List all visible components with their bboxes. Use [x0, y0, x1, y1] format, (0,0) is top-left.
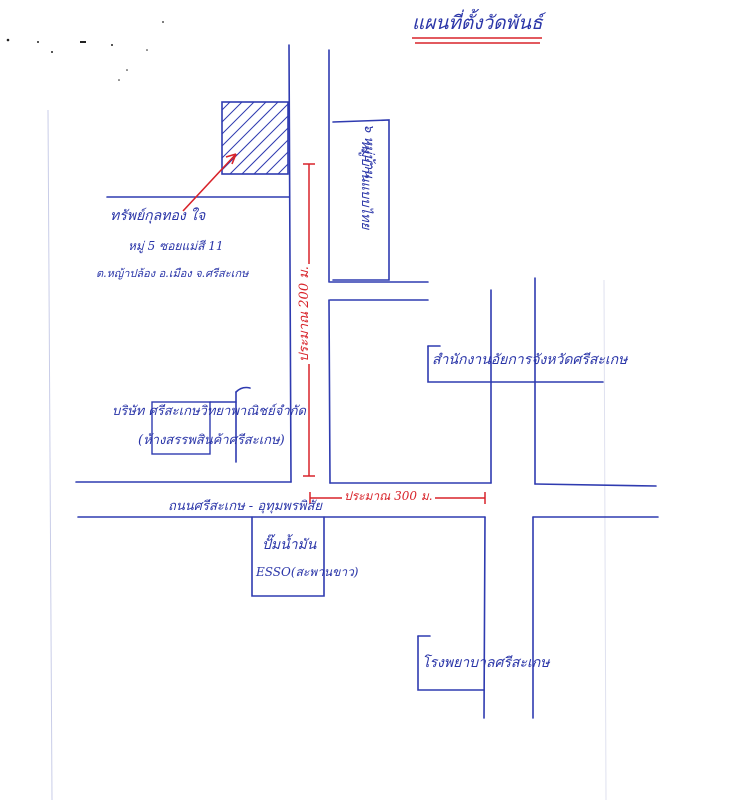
target-name-label: ทรัพย์กุลทอง ใจ	[110, 208, 206, 224]
pointer-arrow	[182, 153, 237, 212]
target-address-line3: ต.หญ้าปล้อง อ.เมือง จ.ศรีสะเกษ	[96, 267, 249, 280]
right-road	[483, 277, 536, 719]
title-underline	[412, 37, 542, 44]
gas-station-brand-label: ESSO(สะพานขาว)	[256, 565, 359, 579]
scan-specks	[6, 21, 164, 81]
upper-lane	[106, 196, 429, 301]
side-road	[288, 44, 331, 484]
company-name-label: บริษัท ศรีสะเกษวิทยาพาณิชย์จำกัด	[112, 404, 306, 419]
provincial-office-box	[427, 345, 604, 383]
target-plot	[221, 101, 289, 175]
company-subtitle-label: (ห้างสรรพสินค้าศรีสะเกษ)	[138, 433, 285, 448]
gas-station-name-label: ปั๊มน้ำมัน	[262, 537, 317, 553]
paper-margin-line	[47, 109, 53, 800]
side-road-distance-label: ประมาณ 200 ม.	[297, 264, 312, 364]
target-address-line2: หมู่ 5 ซอยแม่สี 11	[128, 239, 224, 253]
main-road-label: ถนนศรีสะเกษ - อุทุมพรพิสัย	[168, 499, 322, 514]
gas-station-block	[251, 516, 325, 597]
village-name-label: หมู่บ้านแบบไทย	[358, 140, 373, 230]
village-block	[332, 119, 390, 281]
main-road-distance-label: ประมาณ 300 ม.	[342, 489, 435, 503]
provincial-office-label: สำนักงานอัยการจังหวัดศรีสะเกษ	[432, 352, 628, 368]
paper-right-edge-line	[603, 279, 607, 800]
main-road	[75, 481, 659, 518]
company-block	[151, 386, 251, 463]
hospital-label: โรงพยาบาลศรีสะเกษ	[422, 655, 550, 671]
hospital-box	[417, 635, 485, 691]
map-title: แผนที่ตั้งวัดพันธ์	[412, 12, 543, 34]
